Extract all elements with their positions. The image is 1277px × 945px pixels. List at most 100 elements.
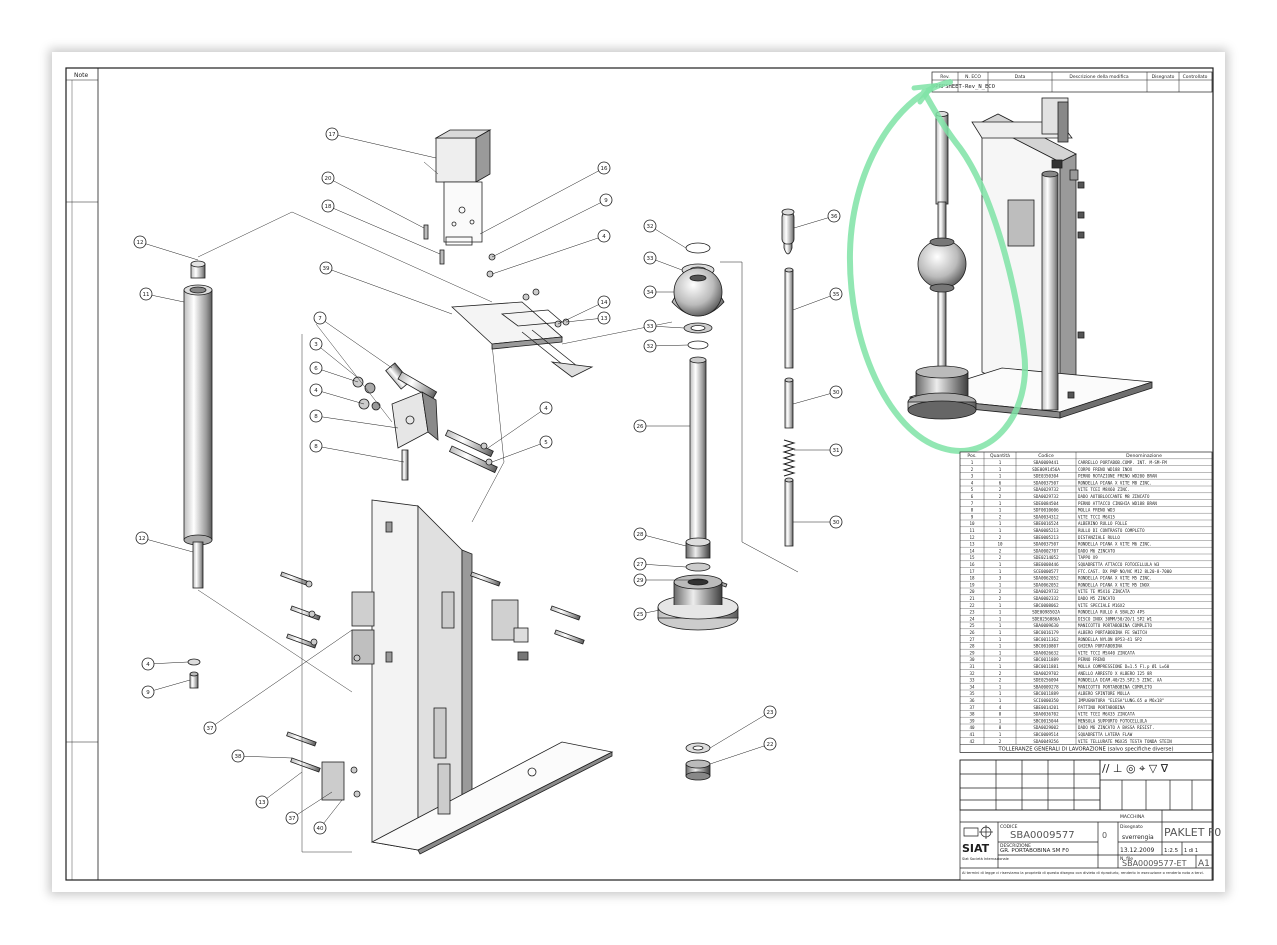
bom-cell: SDA0029002	[1033, 725, 1059, 730]
bom-cell: VITE TCEI M8X60 ZINC.	[1078, 487, 1130, 492]
balloon-number: 12	[139, 536, 146, 542]
balloon-number: 28	[637, 532, 644, 538]
balloon-number: 37	[289, 816, 296, 822]
bom-cell: SDA0036702	[1033, 712, 1059, 717]
bom-cell: MANICOTTO PORTABOBINA COMPLETO	[1078, 623, 1152, 628]
bom-cell: 9	[971, 514, 974, 519]
balloon	[643, 339, 657, 353]
bom-cell: SDA0002332	[1033, 596, 1059, 601]
bom-cell: DADO M6 ZINCATO	[1078, 548, 1116, 553]
leader-line	[141, 537, 194, 553]
bom-cell: SBC0008062	[1033, 603, 1059, 608]
balloon-number: 23	[767, 710, 774, 716]
bom-cell: VITE TE M5X16 ZINCATA	[1078, 589, 1130, 594]
balloon	[321, 199, 335, 213]
highlight-circle	[846, 79, 1028, 454]
balloon-number: 4	[146, 662, 150, 668]
bom-cell: SDA0062052	[1033, 582, 1059, 587]
balloon-number: 11	[143, 292, 150, 298]
balloon-number: 9	[146, 690, 150, 696]
outer-frame	[65, 67, 1214, 881]
balloon-number: 33	[647, 324, 654, 330]
balloon	[325, 127, 339, 141]
balloon	[763, 737, 777, 751]
balloon	[141, 657, 155, 671]
balloon	[309, 361, 323, 375]
balloon-number: 27	[637, 562, 644, 568]
bom-cell: SBC0011881	[1033, 664, 1059, 669]
bom-cell: SCE0000577	[1033, 569, 1059, 574]
bom-cell: 1	[999, 664, 1002, 669]
balloon-number: 26	[637, 424, 644, 430]
bom-cell: 30	[969, 657, 975, 662]
balloon	[829, 443, 843, 457]
balloon-number: 32	[647, 344, 654, 350]
leader-line	[315, 415, 399, 429]
bom-cell: 2	[999, 596, 1002, 601]
bom-cell: SQUADRETTA LATERA FLAW	[1078, 732, 1133, 737]
bom-cell: 6	[971, 494, 974, 499]
bom-cell: RONDELLA PIANA X VITE M8 ZINC.	[1078, 480, 1152, 485]
notes-label: Note	[74, 72, 89, 79]
bom-cell: SBC0016179	[1033, 630, 1059, 635]
company-subtitle: Siat Società Internazionale	[962, 857, 1009, 861]
balloon-number: 3	[314, 342, 318, 348]
leader-line	[315, 389, 365, 405]
bom-cell: 25	[969, 623, 975, 628]
code-value: SBA0009577	[1010, 830, 1075, 841]
leader-line	[709, 711, 771, 749]
balloon	[313, 311, 327, 325]
bom-cell: SDE0084504	[1033, 501, 1059, 506]
balloon-number: 34	[647, 290, 654, 296]
bom-cell: 2	[999, 589, 1002, 594]
balloon	[139, 287, 153, 301]
bom-cell: SBC0011889	[1033, 691, 1059, 696]
leader-line	[709, 743, 771, 765]
revision-header-cell: Rev.	[940, 74, 949, 80]
leader-line	[209, 629, 353, 729]
bom-cell: 8	[999, 712, 1002, 717]
bom-cell: 12	[969, 535, 975, 540]
scale-value: 1:2.5	[1164, 848, 1179, 854]
leader-line	[491, 199, 607, 258]
balloon-number: 30	[833, 390, 840, 396]
leader-line	[147, 661, 189, 665]
bom-cell: VITE TCCI M5X40 ZINCATA	[1078, 650, 1135, 655]
balloon-number: 39	[323, 266, 330, 272]
bom-cell: 29	[969, 650, 975, 655]
bom-frame	[959, 451, 1213, 753]
bom-cell: RONDELLA NYLON 8P53-41 SP2	[1078, 637, 1143, 642]
balloon	[827, 209, 841, 223]
balloon	[633, 527, 647, 541]
bom-cell: 27	[969, 637, 975, 642]
bom-cell: 1	[999, 521, 1002, 526]
machine-name: PAKLET F0	[1164, 826, 1221, 839]
bom-cell: SDA0034312	[1033, 514, 1059, 519]
balloon	[539, 435, 553, 449]
bom-cell: SBC0011362	[1033, 637, 1059, 642]
bom-cell: 36	[969, 698, 975, 703]
bom-cell: SDA0049256	[1033, 739, 1059, 744]
bom-cell: SDE0350304	[1033, 474, 1059, 479]
bom-cell: SDA0029732	[1033, 589, 1059, 594]
leader-line	[315, 343, 359, 379]
bom-cell: 2	[999, 555, 1002, 560]
bom-cell: RONDELLA PIANA X VITE M5 INOX	[1078, 582, 1150, 587]
date-value: 13.12.2009	[1120, 847, 1155, 854]
bom-cell: SDA0029702	[1033, 671, 1059, 676]
bom-cell: 41	[969, 732, 975, 737]
balloon	[643, 251, 657, 265]
bom-cell: 2	[999, 657, 1002, 662]
bom-cell: 4	[999, 705, 1002, 710]
bom-cell: SBA0009630	[1033, 623, 1059, 628]
balloon-number: 17	[329, 132, 336, 138]
balloon	[597, 161, 611, 175]
